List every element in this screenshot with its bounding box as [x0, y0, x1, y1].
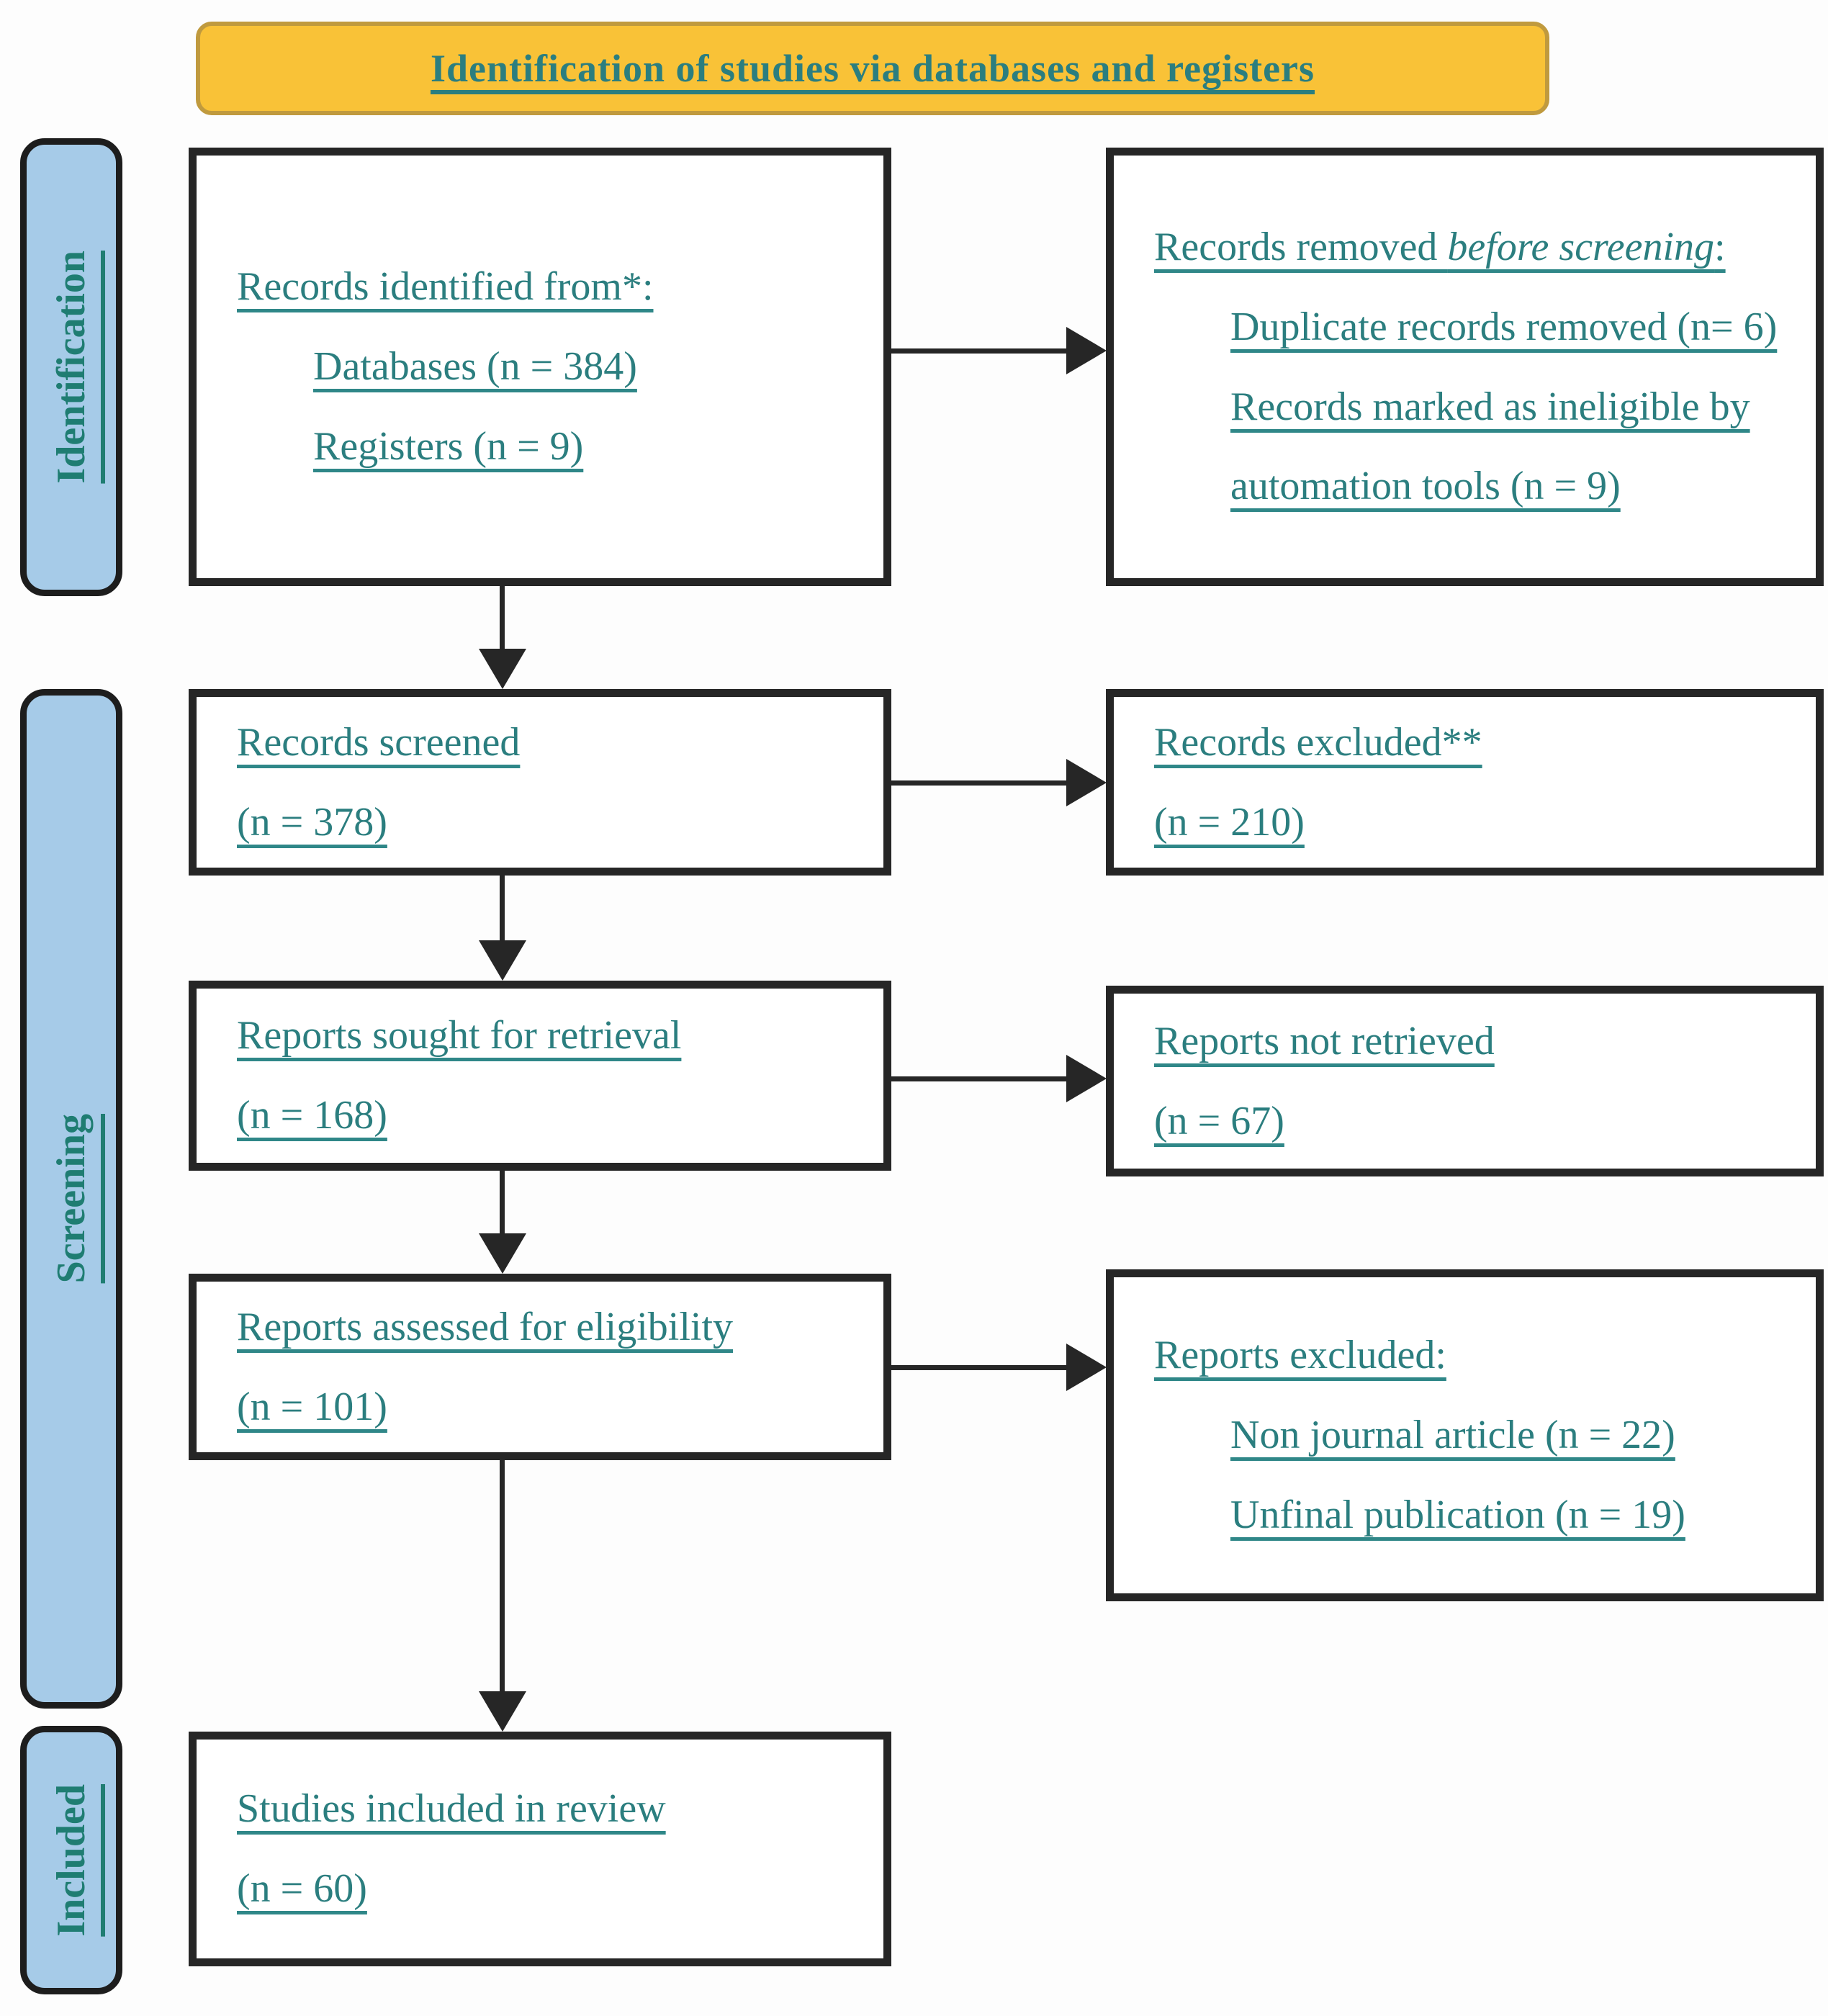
box-reports-sought: Reports sought for retrieval (n = 168) [189, 981, 891, 1171]
box-reports-assessed: Reports assessed for eligibility (n = 10… [189, 1274, 891, 1460]
arrow-sought-to-notretrieved-head [1066, 1055, 1107, 1102]
stage-label-identification: Identification [49, 251, 94, 484]
reports-not-retrieved-label: Reports not retrieved [1154, 1018, 1495, 1063]
reports-assessed-count: (n = 101) [237, 1384, 387, 1429]
reports-not-retrieved-count: (n = 67) [1154, 1098, 1284, 1143]
records-removed-intro: Records removed before screening: [1154, 224, 1726, 269]
arrow-screened-to-sought-head [479, 940, 526, 981]
records-excluded-count: (n = 210) [1154, 799, 1305, 845]
reports-excluded-nonjournal: Non journal article (n = 22) [1230, 1413, 1675, 1458]
arrow-sought-to-assessed-head [479, 1233, 526, 1274]
box-reports-not-retrieved: Reports not retrieved (n = 67) [1106, 986, 1824, 1176]
arrow-identified-to-screened-head [479, 649, 526, 689]
reports-assessed-label: Reports assessed for eligibility [237, 1304, 734, 1349]
records-excluded-label: Records excluded** [1154, 719, 1482, 765]
studies-included-count: (n = 60) [237, 1866, 367, 1911]
reports-sought-count: (n = 168) [237, 1093, 387, 1138]
arrow-screened-to-excluded-head [1066, 759, 1107, 806]
records-removed-duplicates: Duplicate records removed (n= 6) [1230, 304, 1778, 349]
arrow-assessed-to-reportsexcluded-line [891, 1365, 1068, 1370]
stage-label-screening: Screening [49, 1114, 94, 1284]
arrow-assessed-to-reportsexcluded-head [1066, 1344, 1107, 1391]
arrow-sought-to-assessed-line [500, 1171, 505, 1235]
reports-excluded-intro: Reports excluded: [1154, 1333, 1446, 1378]
box-records-removed: Records removed before screening: Duplic… [1106, 148, 1824, 586]
box-studies-included: Studies included in review (n = 60) [189, 1732, 891, 1966]
arrow-sought-to-notretrieved-line [891, 1076, 1068, 1081]
arrow-screened-to-sought-line [500, 876, 505, 942]
stage-label-included: Included [49, 1783, 94, 1937]
reports-sought-label: Reports sought for retrieval [237, 1013, 682, 1058]
box-records-identified: Records identified from*: Databases (n =… [189, 148, 891, 586]
records-identified-databases: Databases (n = 384) [313, 344, 637, 390]
reports-excluded-unfinal: Unfinal publication (n = 19) [1230, 1492, 1685, 1537]
records-identified-registers: Registers (n = 9) [313, 423, 584, 469]
records-screened-count: (n = 378) [237, 799, 387, 845]
stage-bar-screening: Screening [20, 689, 122, 1709]
arrow-assessed-to-included-head [479, 1691, 526, 1732]
records-removed-italic: before screening [1447, 224, 1715, 269]
records-removed-automation: Records marked as ineligible by automati… [1230, 384, 1750, 509]
arrow-identified-to-removed-line [891, 348, 1068, 354]
box-records-screened: Records screened (n = 378) [189, 689, 891, 876]
studies-included-label: Studies included in review [237, 1786, 666, 1832]
arrow-identified-to-removed-head [1066, 327, 1107, 374]
header-banner: Identification of studies via databases … [196, 22, 1549, 115]
box-reports-excluded: Reports excluded: Non journal article (n… [1106, 1269, 1824, 1601]
arrow-assessed-to-included-line [500, 1460, 505, 1693]
page-title: Identification of studies via databases … [430, 47, 1315, 90]
records-screened-label: Records screened [237, 719, 521, 765]
box-records-excluded: Records excluded** (n = 210) [1106, 689, 1824, 876]
arrow-screened-to-excluded-line [891, 780, 1068, 786]
records-identified-intro: Records identified from*: [237, 264, 654, 310]
stage-bar-identification: Identification [20, 138, 122, 596]
stage-bar-included: Included [20, 1726, 122, 1994]
arrow-identified-to-screened-line [500, 585, 505, 652]
